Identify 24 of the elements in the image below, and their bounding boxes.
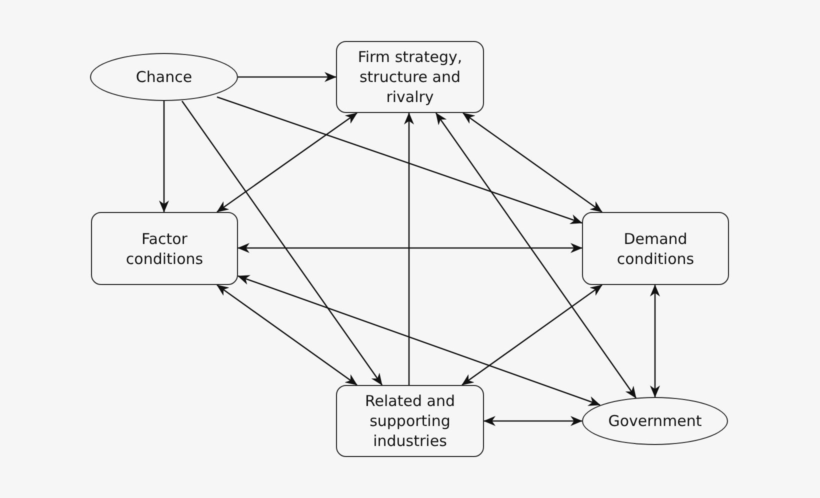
arrow <box>238 275 600 406</box>
process-box <box>91 212 238 285</box>
arrow <box>484 416 582 426</box>
node-label: Factor conditions <box>124 228 204 268</box>
node-label: Chance <box>136 67 192 87</box>
process-box <box>582 212 729 285</box>
arrow <box>404 112 414 385</box>
node-label: Firm strategy, structure and rivalry <box>356 47 464 107</box>
arrow <box>462 284 602 386</box>
arrow <box>435 112 637 398</box>
arrow <box>462 112 602 213</box>
node-label: Government <box>608 411 702 431</box>
arrow <box>159 101 169 212</box>
process-box <box>336 385 484 457</box>
process-box <box>336 41 484 113</box>
node-label: Related and supporting industries <box>364 391 456 451</box>
arrow <box>181 100 383 386</box>
arrow <box>238 72 336 82</box>
arrow <box>650 284 660 398</box>
node-label: Demand conditions <box>616 228 696 268</box>
arrow <box>216 96 582 224</box>
arrow <box>216 112 358 213</box>
arrow <box>216 284 358 386</box>
arrow <box>238 243 582 253</box>
